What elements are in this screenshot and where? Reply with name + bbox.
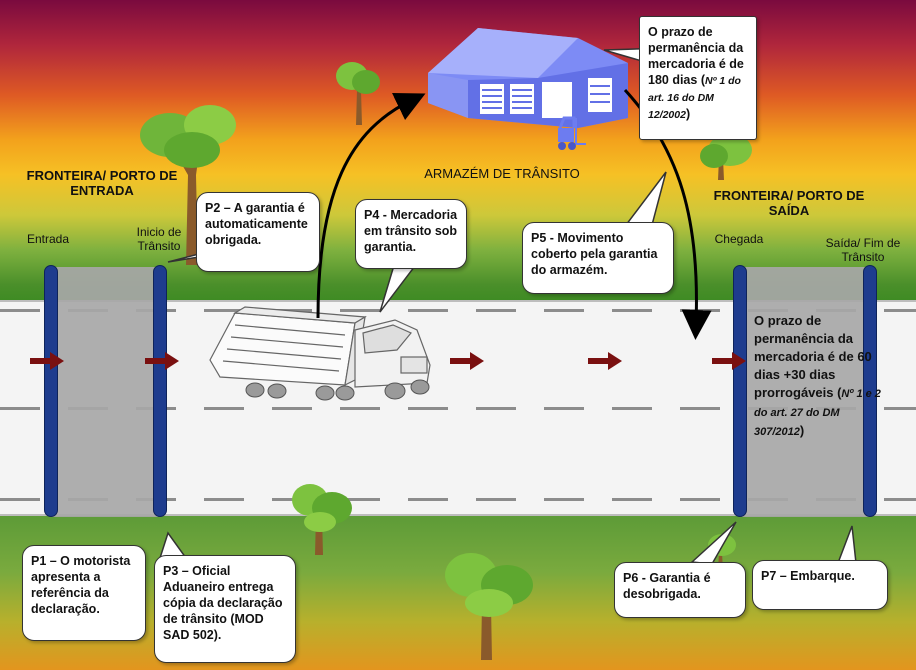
- post-saida: [863, 265, 877, 517]
- tree-icon: [700, 134, 752, 180]
- callout-p5: P5 - Movimento coberto pela garantia do …: [522, 222, 674, 294]
- warehouse-time-ref: Nº 1 do art. 16 do DM 12/2002: [648, 75, 741, 121]
- saida-fim-label: Saída/ Fim de Trânsito: [825, 236, 901, 264]
- exit-time-text: O prazo de permanência da mercadoria é d…: [754, 313, 872, 400]
- entrada-label: Entrada: [26, 232, 70, 246]
- entry-zone: [52, 267, 158, 517]
- callout-p2: P2 – A garantia é automaticamente obriga…: [196, 192, 320, 272]
- lane-line-top: [0, 309, 916, 312]
- truck-icon: [209, 306, 431, 401]
- callout-warehouse-time: O prazo de permanência da mercadoria é d…: [639, 16, 757, 140]
- warehouse-label: ARMAZÉM DE TRÂNSITO: [424, 166, 580, 181]
- flow-arrow-icon: [30, 352, 64, 370]
- exit-zone: [742, 267, 869, 517]
- warehouse-time-text: O prazo de permanência da mercadoria é d…: [648, 25, 744, 87]
- post-inicio-transito: [153, 265, 167, 517]
- warehouse-icon: [428, 28, 628, 150]
- flow-arrow-icon: [145, 352, 179, 370]
- lane-line-middle: [0, 407, 916, 410]
- exit-time-note: O prazo de permanência da mercadoria é d…: [754, 312, 882, 441]
- exit-time-ref: Nº 1 e 2 do art. 27 do DM 307/2012: [754, 388, 881, 438]
- inicio-transito-label: Inicio de Trânsito: [136, 225, 182, 253]
- post-chegada: [733, 265, 747, 517]
- callout-p4: P4 - Mercadoria em trânsito sob garantia…: [355, 199, 467, 269]
- lane-line-bottom: [0, 498, 916, 501]
- tree-icon: [336, 62, 380, 125]
- callout-p6: P6 - Garantia é desobrigada.: [614, 562, 746, 618]
- forklift-icon: [558, 116, 586, 150]
- warehouse-time-end: ): [685, 107, 691, 121]
- post-entrada: [44, 265, 58, 517]
- callout-p3: P3 – Oficial Aduaneiro entrega cópia da …: [154, 555, 296, 663]
- chegada-label: Chegada: [714, 232, 764, 246]
- callout-p1: P1 – O motorista apresenta a referência …: [22, 545, 146, 641]
- flow-arrow-icon: [588, 352, 622, 370]
- flow-arrow-icon: [450, 352, 484, 370]
- callout-p7: P7 – Embarque.: [752, 560, 888, 610]
- exit-title: FRONTEIRA/ PORTO DE SAÍDA: [713, 188, 865, 218]
- flow-arrow-icon: [712, 352, 746, 370]
- exit-time-end: ): [799, 423, 805, 438]
- entry-title: FRONTEIRA/ PORTO DE ENTRADA: [26, 168, 178, 198]
